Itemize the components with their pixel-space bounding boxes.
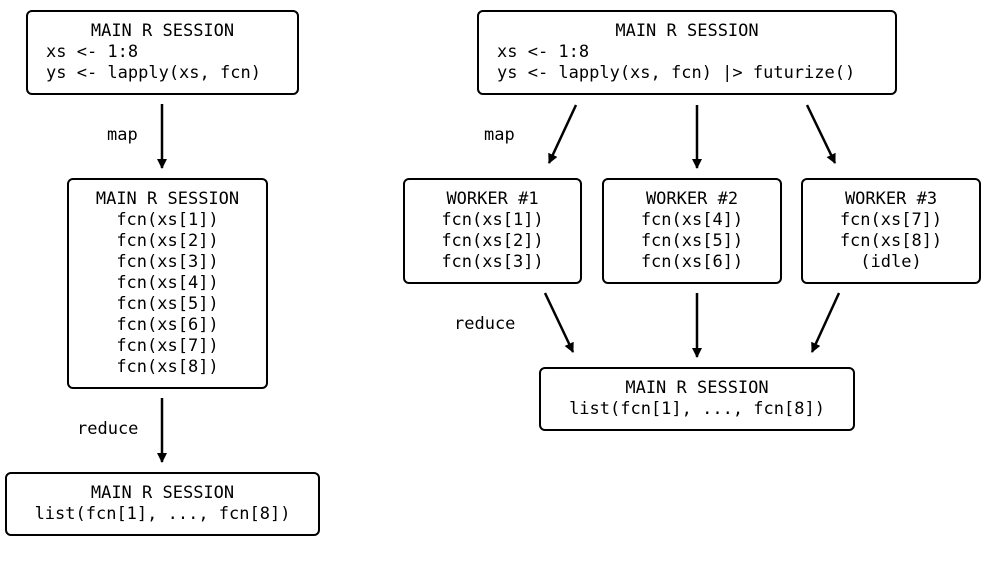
call-line: fcn(xs[6]) [640,252,744,272]
right-main-session-bottom: MAIN R SESSION list(fcn[1], ..., fcn[8]) [539,367,855,431]
code-line: ys <- lapply(xs, fcn) |> futurize() [497,63,856,83]
box-title: MAIN R SESSION [625,378,769,398]
code-line: ys <- lapply(xs, fcn) [46,63,261,83]
worker-3-box: WORKER #3 fcn(xs[7]) fcn(xs[8]) (idle) [801,178,981,284]
call-line: fcn(xs[6]) [116,315,219,335]
call-line: fcn(xs[4]) [640,210,744,230]
call-line: fcn(xs[1]) [441,210,544,230]
box-title: MAIN R SESSION [615,21,759,41]
left-reduce-label: reduce [77,419,139,439]
box-title: WORKER #3 [844,189,938,209]
call-line: fcn(xs[3]) [441,252,544,272]
code-line: xs <- 1:8 [497,42,590,62]
box-title: MAIN R SESSION [90,21,235,41]
box-title: MAIN R SESSION [95,189,240,209]
box-title: WORKER #1 [446,189,539,209]
right-map-label: map [484,125,515,145]
call-line: fcn(xs[5]) [116,294,219,314]
left-map-label: map [107,125,138,145]
call-line: fcn(xs[1]) [116,210,219,230]
call-line: fcn(xs[2]) [441,231,544,251]
box-title: MAIN R SESSION [90,483,235,503]
call-line: fcn(xs[8]) [839,231,943,251]
call-line: fcn(xs[4]) [116,273,219,293]
idle-line: (idle) [860,252,922,272]
call-line: fcn(xs[5]) [640,231,744,251]
code-line: xs <- 1:8 [46,42,139,62]
map-arrow-worker-1 [547,104,578,164]
call-line: fcn(xs[8]) [116,357,219,377]
reduce-arrow-worker-1 [543,292,575,353]
call-line: fcn(xs[7]) [839,210,943,230]
result-line: list(fcn[1], ..., fcn[8]) [34,504,291,524]
reduce-arrow-worker-3 [810,292,841,353]
left-main-session-bottom: MAIN R SESSION list(fcn[1], ..., fcn[8]) [5,472,320,536]
right-reduce-label: reduce [454,314,516,334]
worker-1-box: WORKER #1 fcn(xs[1]) fcn(xs[2]) fcn(xs[3… [403,178,582,284]
worker-2-box: WORKER #2 fcn(xs[4]) fcn(xs[5]) fcn(xs[6… [602,178,782,284]
call-line: fcn(xs[2]) [116,231,219,251]
call-line: fcn(xs[3]) [116,252,219,272]
right-main-session-top: MAIN R SESSION xs <- 1:8 ys <- lapply(xs… [477,10,897,95]
call-line: fcn(xs[7]) [116,336,219,356]
map-arrow-worker-3 [805,104,837,164]
box-title: WORKER #2 [645,189,739,209]
result-line: list(fcn[1], ..., fcn[8]) [569,399,825,419]
left-main-session-middle: MAIN R SESSION fcn(xs[1]) fcn(xs[2]) fcn… [67,178,268,389]
left-main-session-top: MAIN R SESSION xs <- 1:8 ys <- lapply(xs… [26,10,299,95]
